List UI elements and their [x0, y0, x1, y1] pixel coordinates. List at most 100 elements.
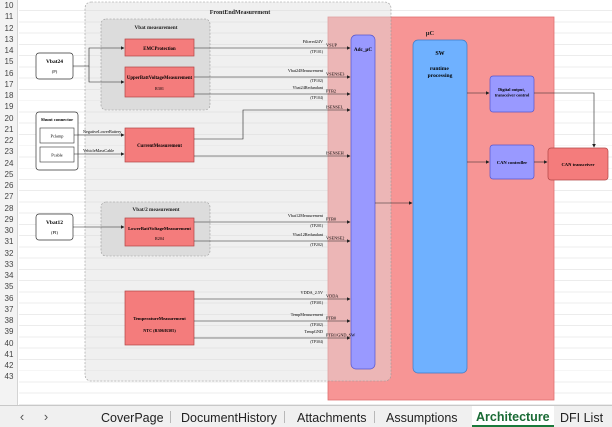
adc-uc-block[interactable]: [350, 34, 376, 370]
sw-title: SW: [435, 51, 444, 57]
signal-labels: Filtered24V(TP101)VSUPVbat24Measurement(…: [288, 39, 356, 344]
row-number[interactable]: 40: [4, 338, 14, 348]
temperature-measurement-label: TemperatureMeasurement: [133, 316, 186, 321]
row-number[interactable]: 43: [4, 372, 14, 382]
signal-label: Vbat12Redundant: [293, 232, 324, 237]
architecture-diagram: µC FrontEndMeasurement Vbat measurement …: [35, 1, 609, 401]
tab-separator: [170, 411, 171, 423]
adc-pin-label: VDDA: [326, 294, 339, 299]
sheet-tab-bar: ‹ › CoverPage DocumentHistory Attachment…: [0, 405, 612, 427]
row-number[interactable]: 18: [4, 91, 14, 100]
row-number[interactable]: 34: [4, 271, 14, 280]
row-number[interactable]: 39: [4, 327, 14, 337]
row-number[interactable]: 10: [4, 1, 14, 10]
row-number[interactable]: 36: [4, 293, 14, 303]
row-number[interactable]: 29: [4, 214, 14, 224]
can-transceiver-block[interactable]: [547, 147, 609, 181]
temperature-measurement-block[interactable]: [124, 290, 195, 346]
test-point-label: (TP104): [310, 96, 323, 100]
row-number[interactable]: 22: [4, 136, 14, 145]
test-point-label: (TP301): [310, 301, 323, 305]
lower-batt-sub: R204: [155, 236, 165, 241]
row-number[interactable]: 12: [4, 23, 14, 33]
sw-subtitle-line2: processing: [428, 73, 453, 79]
next-sheet-button[interactable]: ›: [43, 409, 49, 424]
test-point-label: (TP102): [310, 79, 323, 83]
signal-label: Vbat24Measurement: [288, 68, 324, 73]
row-number[interactable]: 11: [4, 12, 14, 22]
row-number[interactable]: 17: [4, 79, 14, 89]
vbat2-group-title: Vbat/2 measurement: [132, 207, 179, 213]
lower-batt-block[interactable]: [124, 217, 195, 247]
signal-label: Vbat24Redundant: [293, 85, 324, 90]
prev-sheet-button[interactable]: ‹: [19, 409, 25, 424]
row-number[interactable]: 14: [4, 46, 14, 55]
row-number[interactable]: 16: [4, 68, 14, 78]
row-number[interactable]: 19: [4, 102, 14, 112]
row-number[interactable]: 27: [4, 192, 14, 202]
can-transceiver-label: CAN transceiver: [561, 162, 594, 167]
tab-coverpage[interactable]: CoverPage: [101, 411, 164, 425]
test-point-label: (TP304): [310, 340, 323, 344]
row-number[interactable]: 20: [4, 113, 14, 123]
row-number[interactable]: 15: [4, 57, 14, 67]
digital-output-block[interactable]: [489, 75, 535, 113]
shunt-pclamp: [39, 127, 75, 144]
tab-separator: [374, 411, 375, 423]
tab-assumptions[interactable]: Assumptions: [386, 411, 458, 425]
wire-digital-transceiver: [534, 92, 596, 148]
shunt-title: Shunt connector: [41, 117, 73, 122]
row-number[interactable]: 24: [4, 158, 14, 168]
spreadsheet-grid[interactable]: µC FrontEndMeasurement Vbat measurement …: [19, 0, 612, 405]
row-number[interactable]: 38: [4, 316, 14, 325]
row-number[interactable]: 23: [4, 147, 14, 157]
row-number[interactable]: 42: [4, 361, 14, 370]
adc-pin-label: PTB0: [326, 217, 336, 222]
current-measurement-block[interactable]: [124, 127, 195, 163]
row-number[interactable]: 31: [4, 237, 14, 247]
emc-protection-block[interactable]: [124, 38, 195, 57]
tab-attachments[interactable]: Attachments: [297, 411, 367, 425]
upper-batt-sub: R301: [155, 86, 164, 91]
adc-pin-label: PTB2: [326, 89, 336, 94]
vehicle-mass-cable-label: VehicleMassCable: [83, 148, 114, 153]
test-point-label: (TP101): [310, 50, 323, 54]
row-number[interactable]: 37: [4, 304, 14, 314]
adc-pin-label: VSUP: [326, 43, 338, 48]
can-controller-label: CAN controller: [497, 160, 527, 165]
row-number[interactable]: 25: [4, 169, 14, 179]
tab-architecture[interactable]: Architecture: [472, 406, 554, 427]
sw-runtime-block[interactable]: [412, 39, 468, 374]
tab-documenthistory[interactable]: DocumentHistory: [181, 411, 277, 425]
adc-pin-label: PTB0: [326, 316, 336, 321]
vbat12-pin: (PI): [51, 230, 58, 235]
vbat12-input[interactable]: [35, 213, 74, 241]
row-number[interactable]: 32: [4, 248, 14, 258]
row-number[interactable]: 30: [4, 226, 14, 235]
emc-protection-label: EMCProtection: [143, 47, 176, 52]
row-number[interactable]: 33: [4, 259, 14, 269]
upper-batt-label: UpperBattVoltageMeasurement: [127, 76, 193, 81]
row-number[interactable]: 26: [4, 181, 14, 190]
signal-label: TempMeasurement: [291, 312, 324, 317]
digital-output-line2: transceiver control: [495, 93, 530, 98]
upper-batt-block[interactable]: [124, 66, 195, 98]
row-number[interactable]: 21: [4, 124, 14, 134]
row-number[interactable]: 35: [4, 282, 14, 292]
lower-batt-label: LowerBattVoltageMeasurement: [128, 226, 191, 231]
row-number[interactable]: 13: [4, 34, 14, 44]
vbat24-input[interactable]: [35, 52, 74, 80]
test-point-label: (TP202): [310, 243, 323, 247]
shunt-pcable-label: Pcable: [51, 153, 63, 158]
tab-dfi-list[interactable]: DFI List: [560, 411, 604, 425]
sw-subtitle: runtime processing: [428, 66, 453, 79]
row-number[interactable]: 41: [4, 349, 14, 359]
test-point-label: (TP201): [310, 224, 323, 228]
test-point-label: (TP302): [310, 323, 323, 327]
adc-uc-label: Adc_µC: [354, 47, 373, 53]
shunt-pclamp-label: Pclamp: [51, 134, 64, 139]
row-number[interactable]: 28: [4, 203, 14, 213]
vbat-group-title: Vbat measurement: [134, 25, 177, 31]
temperature-measurement-sub: NTC (R306/R305): [143, 328, 176, 333]
